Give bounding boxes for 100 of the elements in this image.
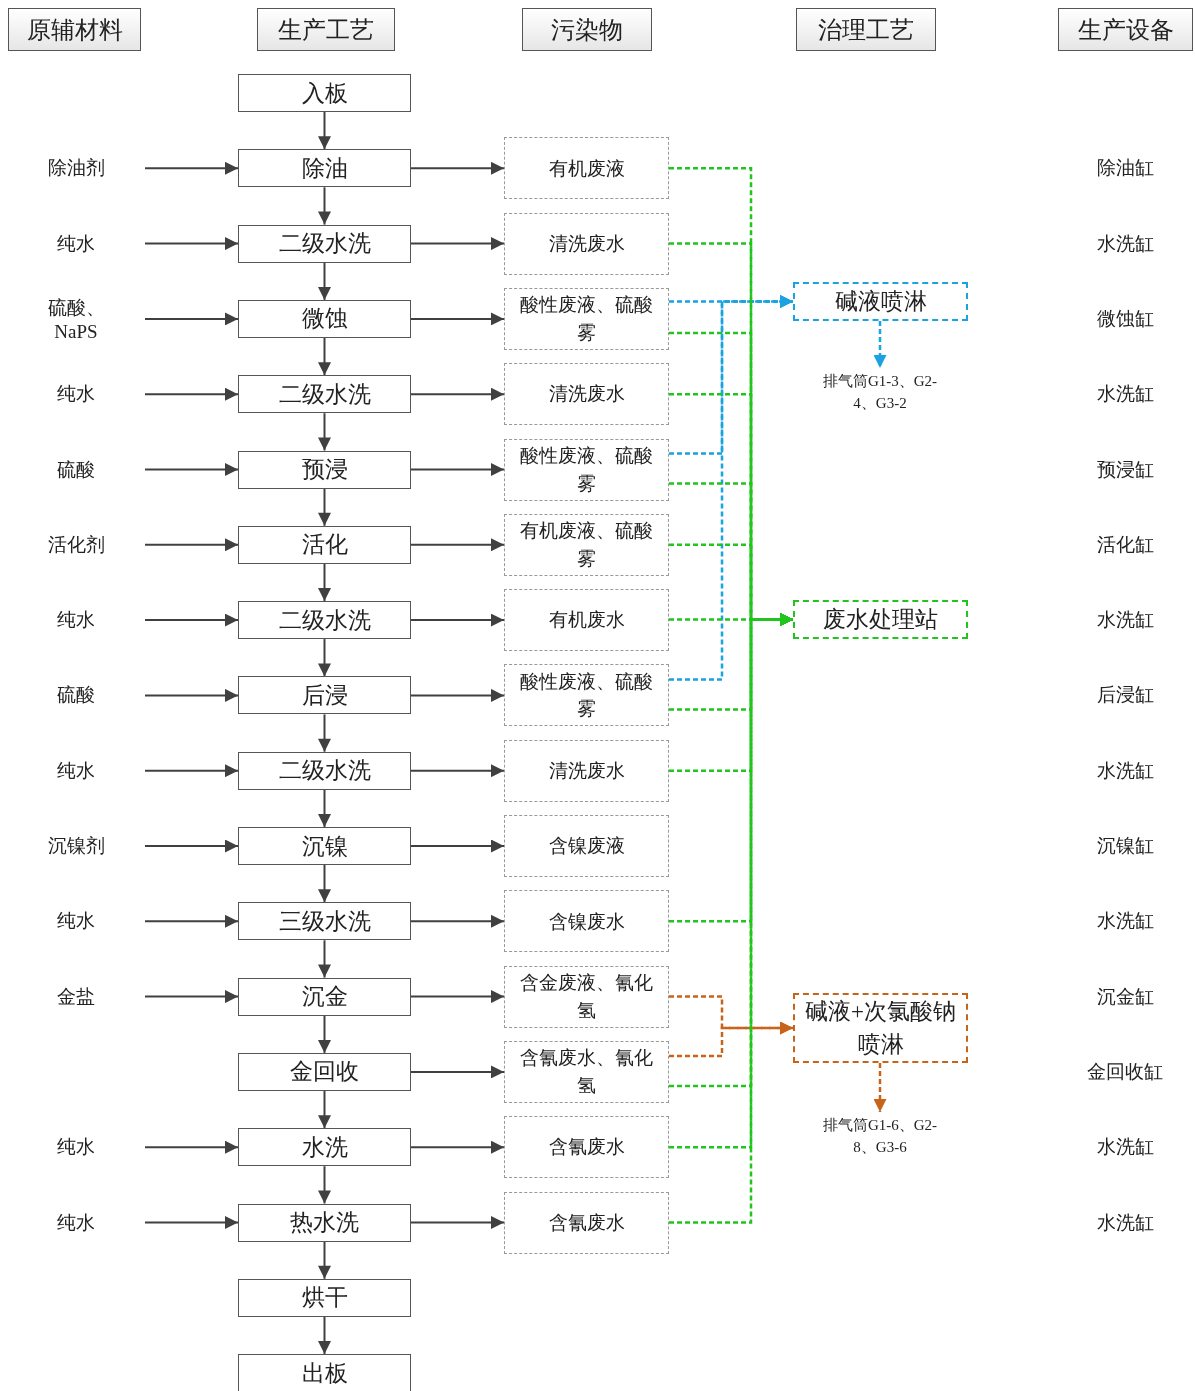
process-box: 三级水洗 [238,902,411,941]
arrow [144,237,239,251]
equipment-text: 水洗缸 [1096,758,1154,783]
process-box: 二级水洗 [238,751,411,790]
arrow [318,788,331,828]
material-text: 硫酸、NaPS [46,295,106,343]
material-text: 纯水 [57,1135,95,1160]
arrow [410,161,505,175]
pollutant-box: 清洗废水 [504,739,669,802]
arrow [144,538,239,552]
stack-text: 排气筒G1-3、G2-4、G3-2 [821,371,939,413]
pollutant-box: 含氰废水 [504,1191,669,1254]
arrow [410,387,505,401]
arrow [410,688,505,702]
column-header: 原辅材料 [8,8,141,51]
arrow [318,412,331,452]
column-header: 污染物 [522,8,652,51]
material-text: 沉镍剂 [47,834,105,858]
arrow [873,1063,887,1112]
arrow [410,463,505,476]
equipment-text: 除油缸 [1096,156,1154,181]
process-box: 金回收 [238,1052,411,1091]
column-header: 生产设备 [1058,8,1193,51]
arrow [144,914,239,928]
pollutant-box: 含镍废水 [504,890,669,953]
arrow [410,1216,505,1229]
arrow [318,487,331,527]
arrow [410,237,505,251]
equipment-text: 水洗缸 [1096,231,1154,256]
equipment-text: 水洗缸 [1096,909,1154,934]
pollutant-box: 含氰废水 [504,1116,669,1179]
arrow [318,1014,331,1054]
arrow [410,764,505,778]
equipment-text: 水洗缸 [1096,1210,1154,1235]
arrow [410,990,505,1004]
equipment-text: 沉镍缸 [1096,834,1154,858]
material-text: 硫酸 [57,457,95,482]
equipment-text: 水洗缸 [1096,608,1154,633]
column-header: 生产工艺 [257,8,395,51]
process-box: 二级水洗 [238,224,411,263]
process-box: 入板 [238,74,411,112]
process-box: 除油 [238,149,411,188]
arrow [410,1140,505,1154]
arrow [144,613,239,627]
pollutant-box: 有机废液 [504,137,669,200]
pollutant-box: 含镍废液 [504,815,669,877]
arrow [410,914,505,928]
process-box: 活化 [238,525,411,564]
material-text: 活化剂 [47,532,105,557]
equipment-text: 金回收缸 [1087,1059,1163,1084]
arrow [318,638,331,678]
pollutant-box: 有机废水 [504,589,669,652]
material-text: 纯水 [57,231,95,256]
material-text: 纯水 [57,608,95,633]
pollutant-box: 酸性废液、硫酸雾 [504,438,669,501]
process-box: 热水洗 [238,1203,411,1242]
process-box: 出板 [238,1354,411,1391]
arrow [144,161,239,175]
arrow [144,688,239,702]
material-text: 纯水 [57,382,95,407]
arrow [318,186,331,226]
treatment-box: 碱液喷淋 [793,282,968,321]
arrow [669,295,793,681]
equipment-text: 沉金缸 [1096,984,1154,1009]
arrow [318,939,331,979]
arrow [144,463,239,476]
treatment-box: 废水处理站 [793,600,968,639]
equipment-text: 后浸缸 [1096,683,1154,708]
pollutant-box: 含氰废水、氰化氢 [504,1040,669,1103]
process-box: 预浸 [238,450,411,489]
pollutant-box: 酸性废液、硫酸雾 [504,664,669,727]
arrow [318,1165,331,1205]
material-text: 硫酸 [57,683,95,708]
stack-text: 排气筒G1-6、G2-8、G3-6 [821,1115,939,1157]
process-box: 沉镍 [238,827,411,865]
arrow [144,387,239,401]
pollutant-box: 含金废液、氰化氢 [504,965,669,1028]
arrow [144,1216,239,1229]
treatment-box: 碱液+次氯酸钠喷淋 [793,993,968,1063]
process-box: 二级水洗 [238,601,411,640]
arrow [318,562,331,603]
column-header: 治理工艺 [796,8,936,51]
equipment-text: 水洗缸 [1096,382,1154,407]
arrow [144,990,239,1004]
pollutant-box: 清洗废水 [504,212,669,275]
arrow [318,1240,331,1280]
arrow [410,839,505,853]
material-text: 纯水 [57,758,95,783]
arrow [318,336,331,377]
material-text: 纯水 [57,909,95,934]
arrow [318,713,331,753]
process-box: 后浸 [238,676,411,715]
arrow [318,261,331,301]
material-text: 金盐 [57,984,95,1009]
arrow [873,321,887,368]
arrow [410,1065,505,1079]
equipment-text: 水洗缸 [1096,1135,1154,1160]
material-text: 纯水 [57,1210,95,1235]
equipment-text: 活化缸 [1096,532,1154,557]
process-box: 二级水洗 [238,375,411,414]
